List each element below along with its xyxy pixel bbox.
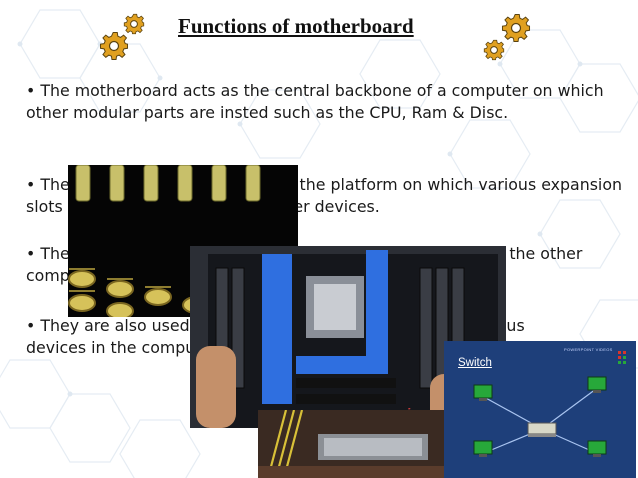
computer-icon: [587, 376, 607, 393]
computer-icon: [473, 384, 493, 401]
gear-icon: [99, 31, 129, 61]
switch-label: Switch: [458, 357, 492, 369]
connector-pins-photo: [68, 165, 298, 317]
switch-network-diagram: Switch POWERPOINT VIDEOS: [444, 341, 636, 478]
bullet-point: • The motherboard acts as the central ba…: [26, 81, 604, 122]
gear-icon: [501, 13, 531, 43]
gear-icon: [483, 39, 505, 61]
network-topology-illustration: [473, 351, 626, 457]
computer-icon: [473, 440, 493, 457]
cables-photo: [258, 410, 458, 478]
cables-illustration: [258, 410, 458, 478]
gear-icon: [123, 13, 145, 35]
switch-icon: [527, 422, 557, 437]
motherboard-illustration: msi: [190, 246, 506, 428]
slide-title: Functions of motherboard: [178, 14, 414, 38]
motherboard-photo: msi: [190, 246, 506, 428]
computer-icon: [587, 440, 607, 457]
brand-caption: POWERPOINT VIDEOS: [564, 347, 613, 352]
